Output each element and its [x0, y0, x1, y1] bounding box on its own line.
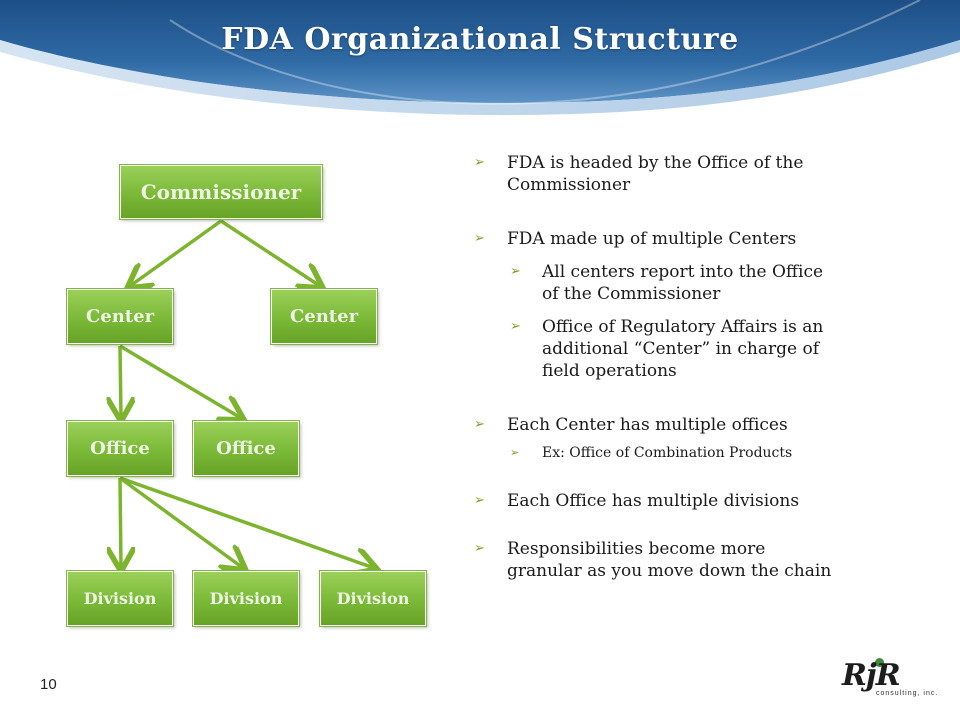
header-banner [0, 0, 960, 116]
bullet-list: ➢ FDA is headed by the Office of the Com… [470, 150, 870, 582]
arrow-bullet-icon: ➢ [474, 417, 485, 432]
arrow-bullet-icon: ➢ [510, 319, 521, 334]
arrow-bullet-icon: ➢ [474, 541, 485, 556]
center-box-2: Center [271, 289, 377, 344]
office-box-1: Office [67, 421, 173, 476]
connector-office-division-1 [120, 477, 121, 568]
page-title: FDA Organizational Structure [221, 22, 739, 57]
connector-office-division-3 [119, 476, 374, 568]
logo-text: RjR [842, 658, 901, 693]
connector-commissioner-center-2 [220, 219, 320, 286]
arrow-bullet-icon: ➢ [510, 446, 520, 459]
connector-center-office-1 [120, 345, 121, 418]
commissioner-box: Commissioner [120, 165, 322, 219]
sub-bullet-item: ➢ Office of Regulatory Affairs is an add… [510, 317, 824, 381]
connector-center-office-2 [119, 344, 241, 418]
division-box-2: Division [193, 571, 299, 626]
division-box-3: Division [320, 571, 426, 626]
arrow-bullet-icon: ➢ [510, 264, 521, 279]
division-box-1: Division [67, 571, 173, 626]
sub-bullet-item: ➢ Ex: Office of Combination Products [470, 442, 870, 464]
arrow-bullet-icon: ➢ [474, 155, 485, 170]
rjr-logo: RjR consulting, inc. [842, 658, 952, 704]
bullet-item: ➢ Each Center has multiple offices [474, 415, 788, 435]
office-box-2: Office [193, 421, 299, 476]
sub-bullet-item: ➢ All centers report into the Office of … [510, 262, 824, 304]
arrow-bullet-icon: ➢ [474, 231, 485, 246]
logo-subtext: consulting, inc. [876, 690, 939, 697]
bullet-item: ➢ FDA is headed by the Office of the Com… [474, 153, 804, 195]
globe-icon [875, 658, 884, 667]
page-number: 10 [40, 676, 57, 693]
arrow-bullet-icon: ➢ [474, 493, 485, 508]
bullet-item: ➢ Each Office has multiple divisions [474, 491, 800, 511]
connector-commissioner-center-1 [130, 219, 223, 286]
connector-office-division-2 [118, 476, 243, 568]
center-box-1: Center [67, 289, 173, 344]
bullet-item: ➢ Responsibilities become more granular … [474, 539, 832, 581]
bullet-item: ➢ FDA made up of multiple Centers [474, 229, 797, 249]
